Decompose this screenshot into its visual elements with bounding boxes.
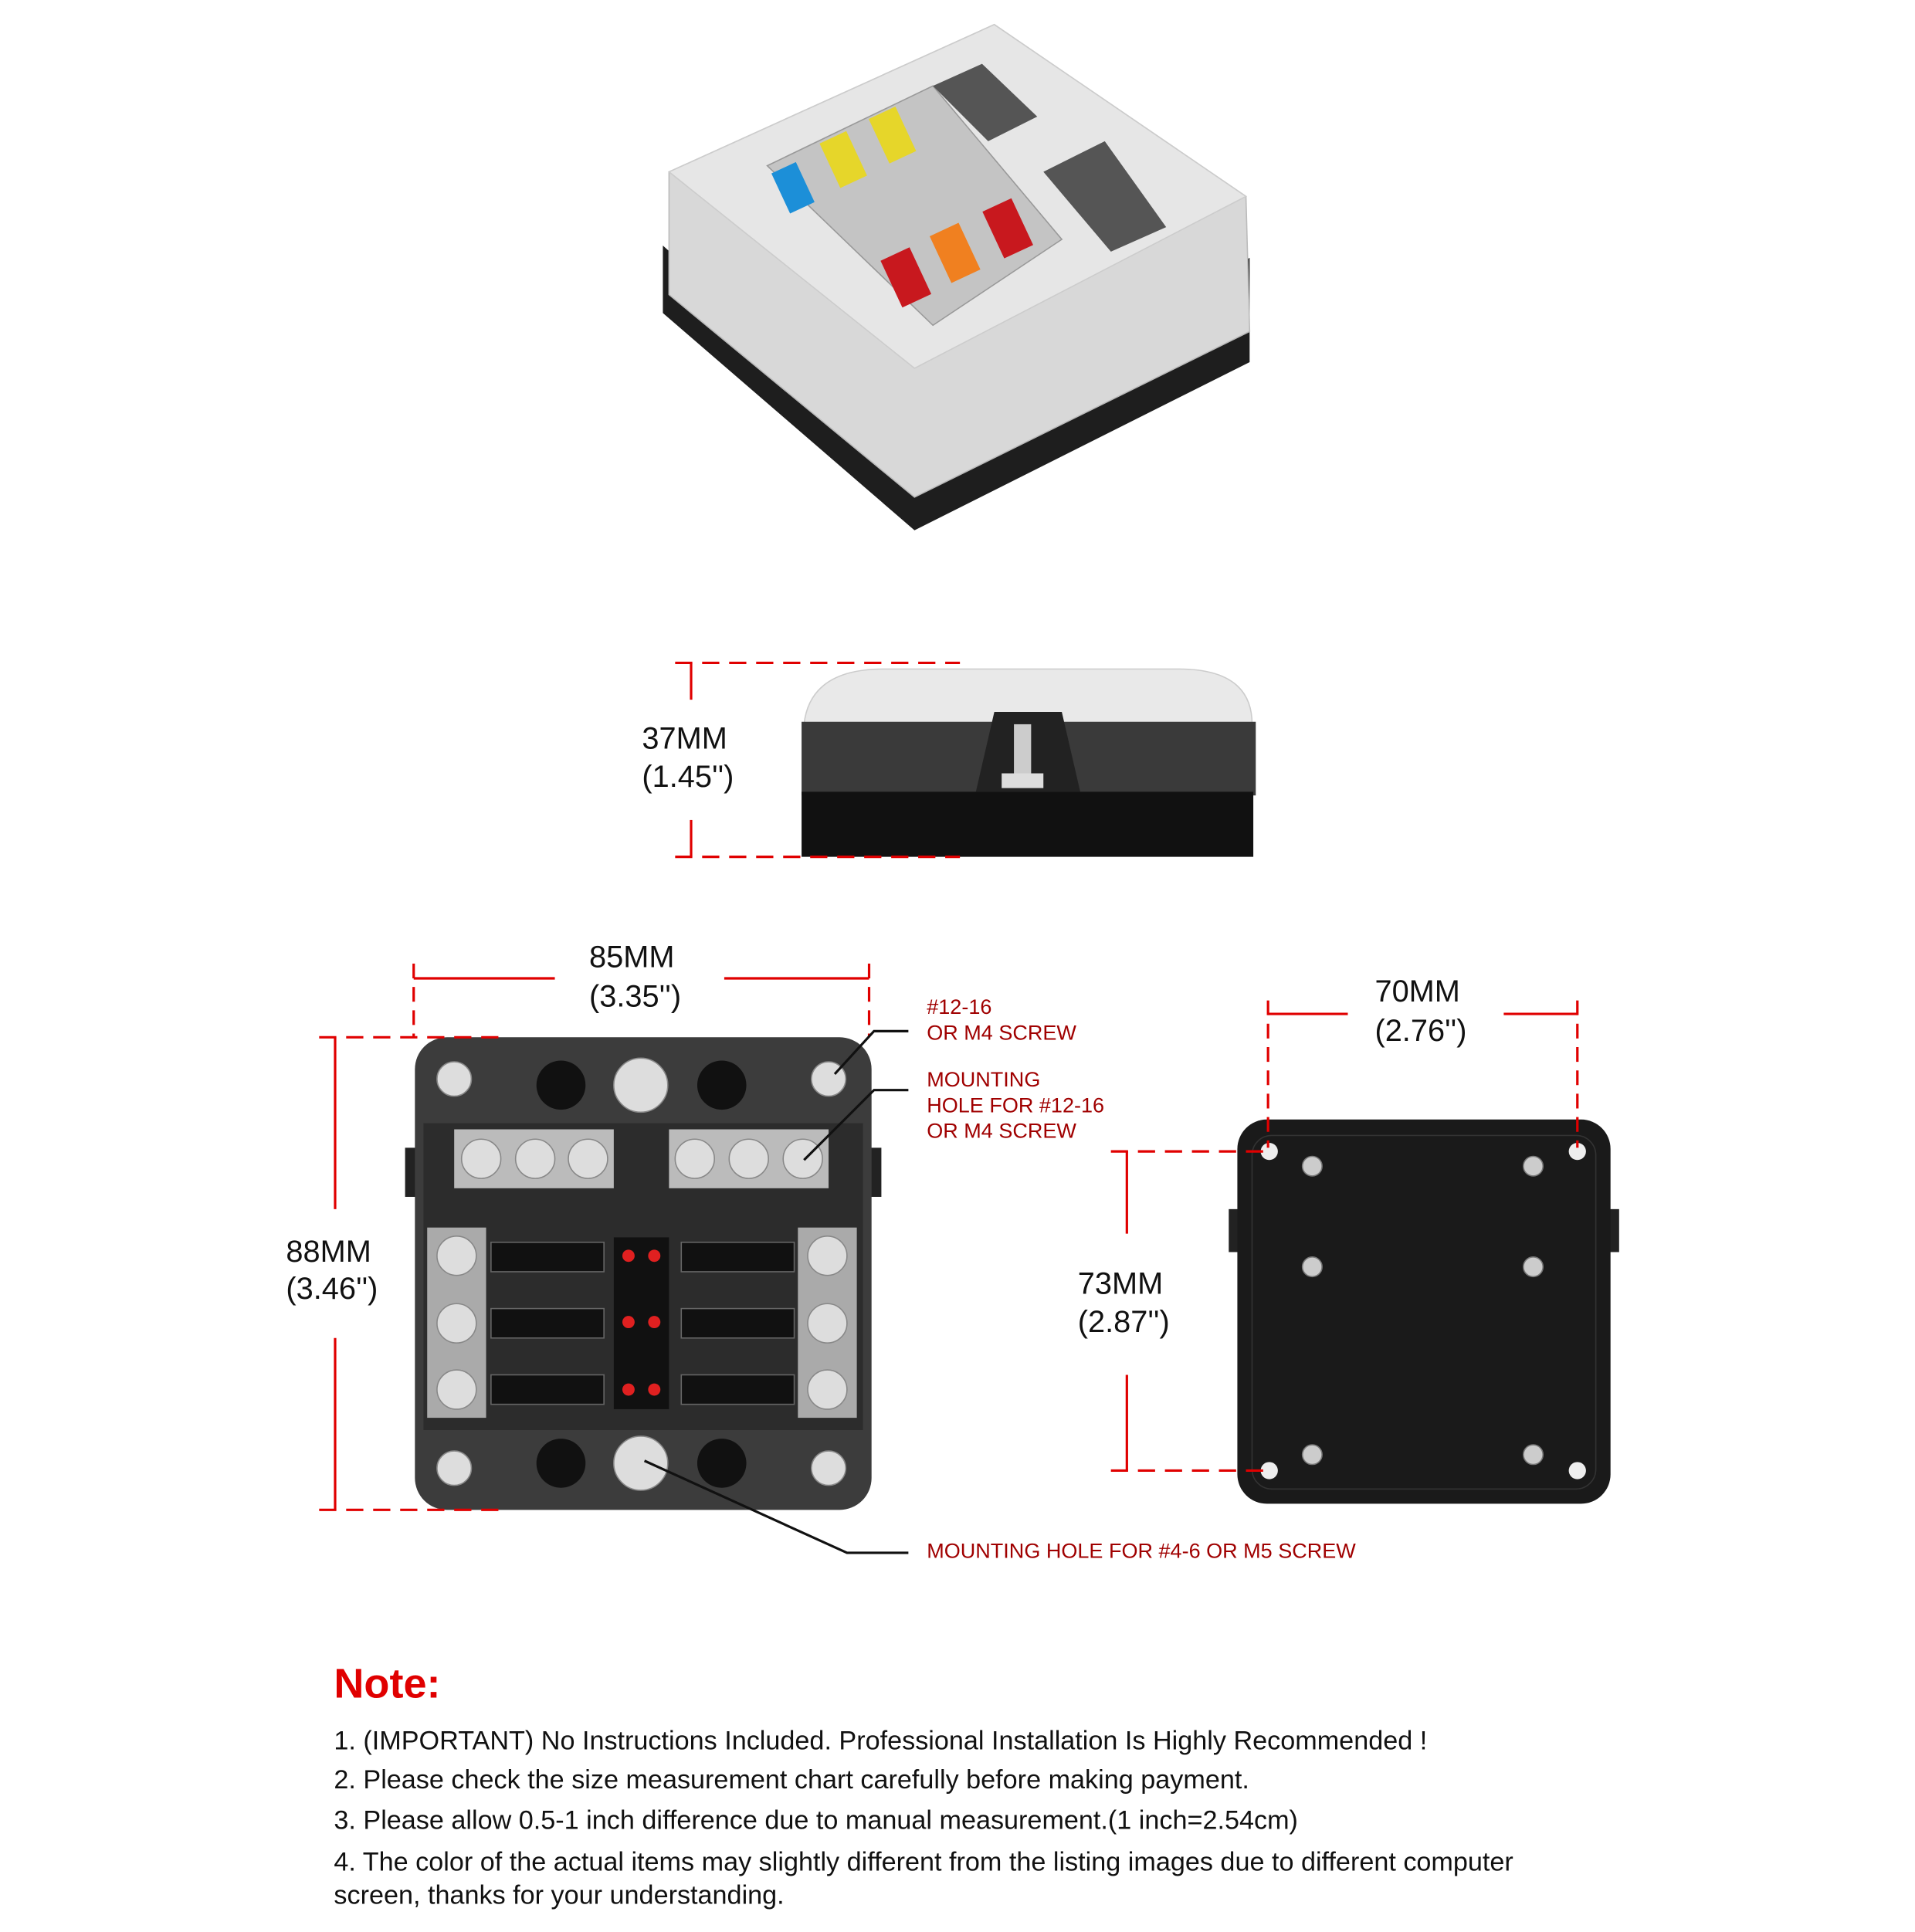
width-in-label: (3.35'') [589,979,682,1015]
top-view [405,1037,882,1510]
width-mm-label: 85MM [589,940,675,975]
bottom-mount-callout: MOUNTING HOLE FOR #4-6 OR M5 SCREW [927,1539,1356,1563]
length-in-label: (3.46'') [286,1271,378,1307]
length-mm-label: 88MM [286,1235,371,1269]
mount-callout-line2: HOLE FOR #12-16 [927,1093,1105,1117]
back-width-in-label: (2.76'') [1374,1014,1467,1049]
back-height-mm-label: 73MM [1077,1266,1164,1302]
callout-leader-lines [643,1029,909,1554]
side-view [802,668,1256,857]
screw-callout-line1: #12-16 [927,995,992,1019]
height-in-label: (1.45'') [642,760,734,795]
back-view [1229,1119,1619,1504]
note-item: 3. Please allow 0.5-1 inch difference du… [334,1805,1298,1835]
height-mm-label: 37MM [642,721,727,757]
product-photo [663,23,1251,530]
back-view-dimension-lines [1110,1000,1579,1473]
note-item: 2. Please check the size measurement cha… [334,1764,1249,1795]
note-item: 1. (IMPORTANT) No Instructions Included.… [334,1726,1428,1756]
mount-callout-line3: OR M4 SCREW [927,1119,1076,1144]
back-width-mm-label: 70MM [1374,974,1460,1009]
note-item: screen, thanks for your understanding. [334,1880,785,1910]
mount-callout-line1: MOUNTING [927,1068,1041,1092]
note-title: Note: [334,1660,441,1708]
note-item: 4. The color of the actual items may sli… [334,1847,1513,1877]
back-height-in-label: (2.87'') [1077,1304,1170,1340]
top-view-dimension-lines [319,963,871,1511]
screw-callout-line2: OR M4 SCREW [927,1021,1076,1045]
height-dimension-lines [675,661,961,859]
